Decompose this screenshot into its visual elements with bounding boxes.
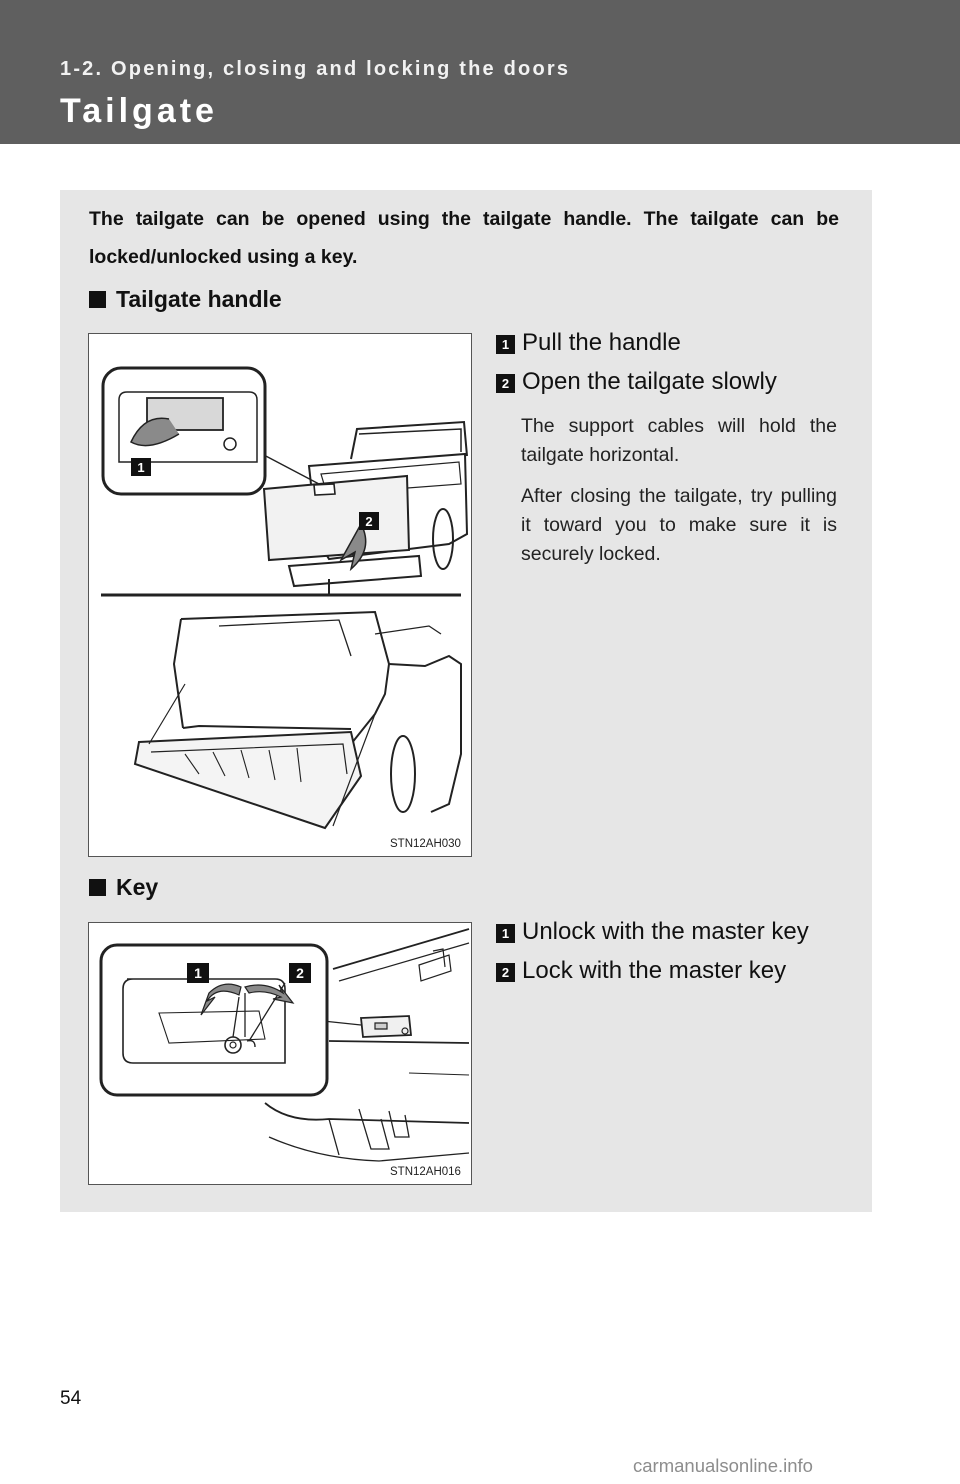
- tailgate-handle-figure: 1 2: [88, 333, 472, 857]
- tailgate-handle-heading: Tailgate handle: [89, 286, 282, 313]
- square-bullet-icon: [89, 291, 106, 308]
- step-number-icon: 1: [496, 924, 515, 943]
- callout-1-icon: 1: [131, 458, 151, 476]
- key-heading-text: Key: [116, 874, 159, 900]
- key-figure: 1 2: [88, 922, 472, 1185]
- step-number-icon: 2: [496, 963, 515, 982]
- tailgate-handle-heading-text: Tailgate handle: [116, 286, 282, 312]
- intro-paragraph: The tailgate can be opened using the tai…: [89, 208, 839, 268]
- figure-code: STN12AH030: [388, 838, 463, 850]
- figure-code: STN12AH016: [388, 1166, 463, 1178]
- tailgate-illustration: 1 2: [101, 366, 469, 830]
- svg-text:2: 2: [365, 514, 372, 529]
- step-number-icon: 1: [496, 335, 515, 354]
- callout-2-icon: 2: [289, 963, 311, 983]
- page-title: Tailgate: [60, 92, 218, 130]
- svg-text:2: 2: [296, 965, 304, 981]
- svg-text:1: 1: [137, 460, 144, 475]
- callout-2-icon: 2: [359, 512, 379, 530]
- note-securely-locked: After closing the tailgate, try pulling …: [521, 485, 837, 565]
- watermark: carmanualsonline.info: [633, 1455, 813, 1476]
- page-number: 54: [60, 1388, 82, 1409]
- page-header: 1-2. Opening, closing and locking the do…: [0, 0, 960, 144]
- step-number-icon: 2: [496, 374, 515, 393]
- callout-1-icon: 1: [187, 963, 209, 983]
- svg-text:1: 1: [194, 965, 202, 981]
- section-title: 1-2. Opening, closing and locking the do…: [60, 58, 571, 80]
- note-support-cables: The support cables will hold the tailgat…: [521, 415, 837, 466]
- square-bullet-icon: [89, 879, 106, 896]
- key-illustration: 1 2: [99, 928, 470, 1162]
- key-heading: Key: [89, 874, 158, 901]
